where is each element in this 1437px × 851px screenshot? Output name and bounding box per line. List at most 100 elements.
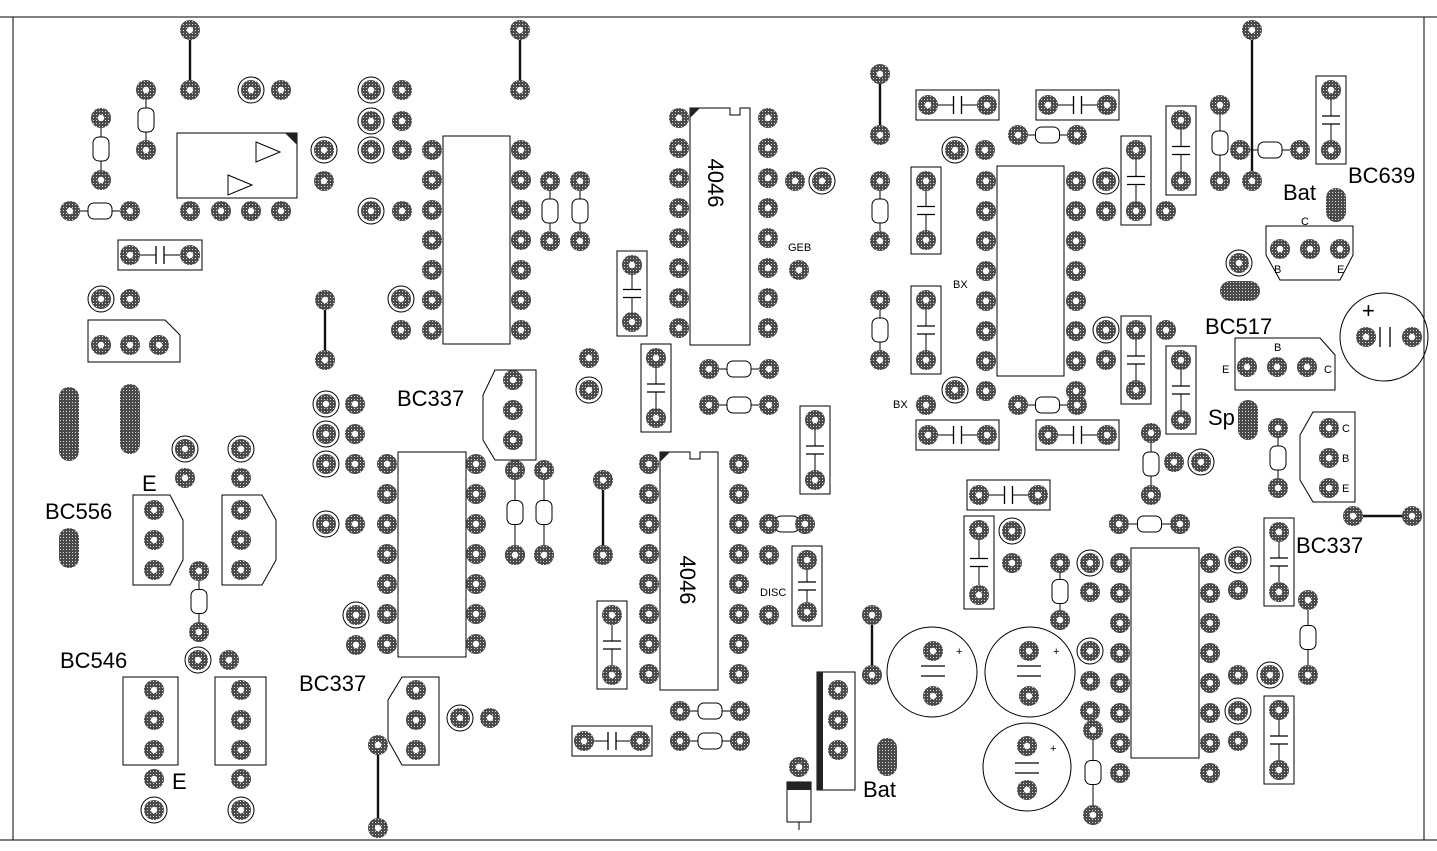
solder-pad: [422, 320, 442, 340]
quad-opamp-outline: [1130, 547, 1200, 759]
resistor-body: [726, 360, 752, 378]
solder-pad: [392, 111, 412, 131]
solder-pad: [1110, 703, 1130, 723]
solder-pad: [729, 514, 749, 534]
solder-pad: [1269, 700, 1289, 720]
solder-pad: [1156, 320, 1176, 340]
solder-pad: [1268, 418, 1288, 438]
solder-pad: [1096, 350, 1116, 370]
solder-pad: [916, 290, 936, 310]
solder-pad: [639, 604, 659, 624]
electrolytic-capacitor-3: +: [982, 722, 1072, 812]
solder-pad: [1083, 805, 1103, 825]
solder-pad: [646, 348, 666, 368]
solder-pad: [1002, 553, 1022, 573]
opamp-symbol: [227, 174, 254, 196]
solder-pad: [729, 454, 749, 474]
solder-pad: [976, 351, 996, 371]
solder-pad: [1200, 583, 1220, 603]
solder-pad: [574, 731, 594, 751]
solder-pad: [602, 665, 622, 685]
solder-pad: [916, 230, 936, 250]
solder-pad: [630, 731, 650, 751]
solder-pad: [759, 605, 779, 625]
solder-pad: [1017, 780, 1037, 800]
solder-pad: [136, 80, 156, 100]
transistor-outline: [87, 319, 181, 363]
solder-pad: [729, 574, 749, 594]
emitter-label-left-top: E: [142, 471, 157, 496]
solder-pad: [312, 420, 340, 448]
solder-pad: [1297, 357, 1317, 377]
capacitor-outline: [1165, 345, 1197, 435]
solder-pad: [976, 261, 996, 281]
solder-pad: [1080, 671, 1100, 691]
solder-pad: [797, 602, 817, 622]
solder-pad: [1187, 448, 1215, 476]
svg-text:+: +: [1050, 743, 1056, 755]
solder-pad: [1126, 140, 1146, 160]
solder-pad: [1092, 316, 1120, 344]
switch-ic-outline: [442, 135, 511, 345]
solder-pad: [1330, 239, 1350, 259]
solder-pad: [639, 544, 659, 564]
solder-pad: [144, 560, 164, 580]
solder-pad: [511, 200, 531, 220]
resistor-body: [506, 500, 524, 525]
switch-ic-outline: [397, 451, 467, 658]
bc517-pin-e: E: [1222, 364, 1229, 376]
solder-pad: [480, 708, 500, 728]
solder-pad: [570, 231, 590, 251]
solder-pad: [1110, 553, 1130, 573]
solder-pad: [575, 376, 603, 404]
solder-pad: [1109, 514, 1129, 534]
solder-pad: [1066, 201, 1086, 221]
solder-pad: [729, 484, 749, 504]
solder-pad: [998, 517, 1026, 545]
solder-pad: [797, 550, 817, 570]
solder-pad: [795, 514, 815, 534]
solder-pad: [511, 260, 531, 280]
solder-pad: [976, 291, 996, 311]
solder-pad: [1171, 410, 1191, 430]
solder-pad: [312, 390, 340, 418]
solder-pad: [1080, 582, 1100, 602]
solder-pad: [1269, 760, 1289, 780]
solder-pad: [189, 622, 209, 642]
pads: [59, 20, 1422, 838]
solder-pad: [1050, 610, 1070, 630]
solder-pad: [87, 285, 115, 313]
solder-pad: [870, 171, 890, 191]
solder-pad: [1270, 239, 1290, 259]
opamp-symbol: [255, 141, 282, 163]
resistor-body: [1137, 515, 1162, 533]
solder-pad: [1019, 641, 1039, 661]
solder-pad: [1126, 320, 1146, 340]
solder-pad: [1097, 425, 1117, 445]
solder-pad: [669, 168, 689, 188]
solder-pad: [1321, 140, 1341, 160]
emitter-label-left-bottom: E: [172, 769, 187, 794]
solder-pad: [759, 514, 779, 534]
ic-bottom-label: 4046: [675, 556, 700, 605]
solder-pad: [977, 95, 997, 115]
solder-pad: [120, 335, 140, 355]
solder-pad: [1170, 514, 1190, 534]
opamp-outline: [176, 132, 298, 199]
solder-pad: [759, 545, 779, 565]
solder-pad: [231, 740, 251, 760]
solder-pad: [1156, 201, 1176, 221]
electrolytic-capacitor-2: +: [984, 626, 1076, 718]
resistor-body: [137, 107, 155, 133]
elongated-pad: [59, 387, 79, 461]
solder-pad: [345, 424, 365, 444]
solder-pad: [310, 136, 338, 164]
connector-pin1-bar: [817, 672, 823, 790]
solder-pad: [646, 408, 666, 428]
solder-pad: [1066, 171, 1086, 191]
solder-pad: [466, 514, 486, 534]
solder-pad: [729, 664, 749, 684]
resistor-body: [726, 396, 752, 414]
solder-pad: [345, 394, 365, 414]
resistor-body: [697, 702, 723, 720]
